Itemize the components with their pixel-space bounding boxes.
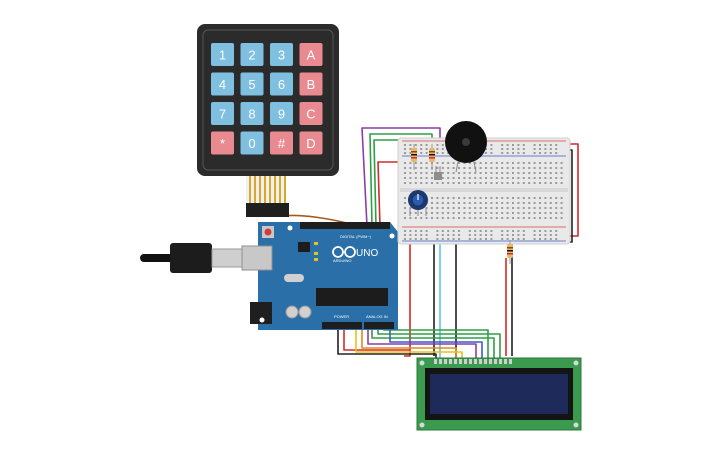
breadboard-center-gap [400, 188, 568, 192]
led-tx [314, 252, 318, 255]
wire-red-right[interactable] [568, 143, 579, 237]
wire-green-bottom-1[interactable] [371, 328, 495, 362]
arduino-model: UNO [356, 248, 378, 259]
keypad-key-0[interactable]: 0 [240, 131, 264, 155]
keypad-key-label: 3 [278, 48, 285, 63]
breadboard[interactable] [397, 137, 571, 245]
arduino-logo-icon [332, 246, 356, 258]
crystal [284, 274, 304, 282]
wire-red-bottom[interactable] [343, 328, 410, 351]
keypad-key-8[interactable]: 8 [240, 102, 264, 125]
keypad-key-6[interactable]: 6 [270, 72, 293, 96]
keypad-key-hash[interactable]: # [270, 131, 293, 155]
keypad-key-label: 7 [219, 107, 226, 122]
mount-hole [287, 225, 293, 231]
arduino-uno-board[interactable]: UNO ARDUINO DIGITAL (PWM~) POWER ANALOG … [140, 222, 398, 330]
keypad-key-1[interactable]: 1 [211, 43, 234, 66]
digital-header [300, 222, 390, 229]
keypad-key-4[interactable]: 4 [211, 72, 234, 96]
wire-blue-bottom[interactable] [389, 328, 483, 362]
reset-button-cap [264, 228, 272, 236]
keypad-4x4[interactable]: 1 2 3 A 4 5 6 B 7 8 9 C * 0 # D [197, 24, 339, 217]
resistor-2[interactable] [429, 144, 435, 170]
keypad-key-label: 0 [248, 136, 255, 151]
keypad-key-a[interactable]: A [299, 43, 323, 66]
usb-plug-body [170, 243, 212, 273]
keypad-key-star[interactable]: * [211, 131, 234, 155]
keypad-key-label: 6 [278, 77, 285, 92]
keypad-key-label: 8 [248, 107, 255, 122]
capacitor-2 [298, 305, 312, 319]
keypad-key-2[interactable]: 2 [240, 43, 264, 66]
digital-pins-label: DIGITAL (PWM~) [340, 234, 372, 239]
keypad-key-b[interactable]: B [299, 72, 323, 96]
lcd-screen [430, 374, 568, 414]
analog-header [364, 322, 394, 329]
piezo-buzzer[interactable] [445, 121, 487, 173]
usb-chip [298, 242, 310, 252]
atmega-chip [316, 288, 388, 306]
led-l [314, 242, 318, 245]
lcd-mount-hole [573, 422, 579, 428]
led-rx [314, 258, 318, 261]
keypad-connector [246, 203, 289, 217]
capacitor-1 [285, 305, 299, 319]
keypad-key-label: 5 [248, 77, 255, 92]
keypad-key-label: 2 [248, 48, 255, 63]
keypad-key-label: A [307, 48, 316, 63]
keypad-key-d[interactable]: D [299, 131, 323, 155]
keypad-key-label: D [306, 136, 315, 151]
keypad-key-c[interactable]: C [299, 102, 323, 125]
keypad-key-9[interactable]: 9 [270, 102, 293, 125]
keypad-key-label: B [307, 77, 316, 92]
mount-hole [389, 233, 395, 239]
lcd-mount-hole [419, 422, 425, 428]
power-jack [250, 302, 272, 324]
wire-green-bottom-2[interactable] [377, 328, 501, 362]
keypad-key-3[interactable]: 3 [270, 43, 293, 66]
led-component[interactable] [434, 166, 442, 180]
keypad-key-label: # [278, 136, 286, 151]
usb-port [241, 245, 273, 271]
arduino-logo-text: ARDUINO [333, 258, 351, 263]
lcd-16x2[interactable] [416, 357, 582, 431]
wire-yellow-bottom[interactable] [355, 328, 463, 362]
keypad-keys: 1 2 3 A 4 5 6 B 7 8 9 C * 0 # D [211, 43, 323, 155]
mount-hole [259, 317, 265, 323]
keypad-key-label: 1 [219, 48, 226, 63]
keypad-ribbon [246, 176, 286, 204]
keypad-key-5[interactable]: 5 [240, 72, 264, 96]
potentiometer[interactable] [408, 190, 428, 216]
keypad-key-label: 4 [219, 77, 226, 92]
keypad-key-7[interactable]: 7 [211, 102, 234, 125]
usb-plug-metal [211, 248, 243, 268]
keypad-key-label: 9 [278, 107, 285, 122]
wire-red-bb-down[interactable] [404, 236, 411, 357]
wire-purple-bottom[interactable] [367, 328, 477, 362]
lcd-mount-hole [573, 360, 579, 366]
wire-black-bottom[interactable] [337, 328, 437, 362]
keypad-key-label: * [220, 136, 225, 151]
lcd-pins [434, 359, 512, 364]
power-header [322, 322, 362, 329]
keypad-inner-border [202, 29, 334, 171]
wire-orange-bottom[interactable] [361, 328, 457, 362]
analog-pins-label: ANALOG IN [366, 314, 388, 319]
resistor-3[interactable] [507, 240, 513, 264]
resistor-1[interactable] [411, 144, 417, 170]
keypad-key-label: C [306, 107, 315, 122]
power-pins-label: POWER [334, 314, 349, 319]
lcd-mount-hole [419, 360, 425, 366]
